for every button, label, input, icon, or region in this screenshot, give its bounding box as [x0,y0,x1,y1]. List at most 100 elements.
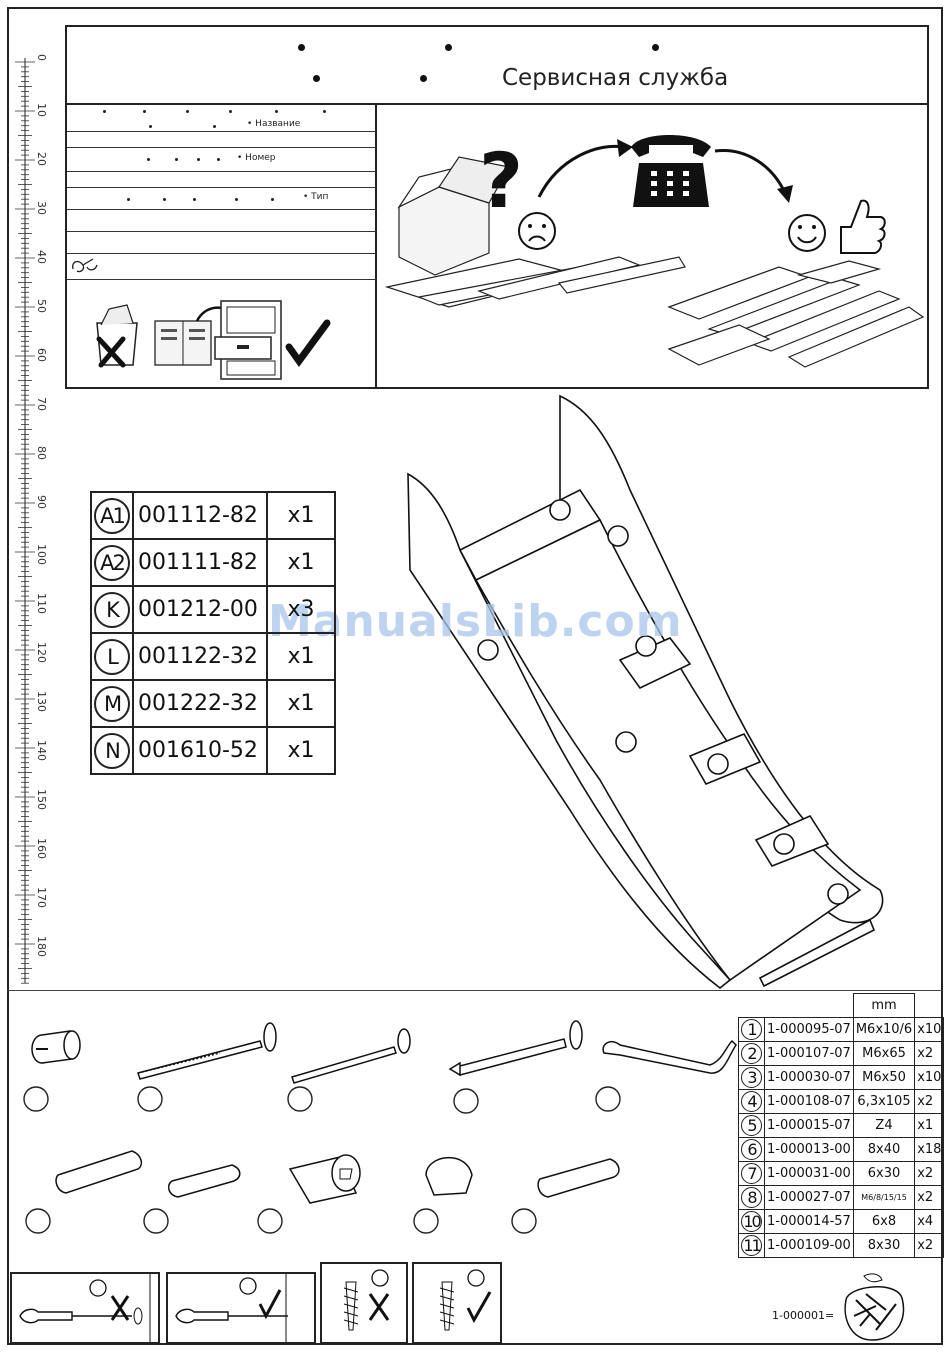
hardware-num-cell: 10 [738,1209,765,1234]
part-code: 001112-82 [132,491,268,540]
screwdriver-wrong-box [10,1272,160,1344]
part-code: 001222-32 [132,679,268,728]
hardware-size: M6/8/15/15 [852,1185,916,1210]
ruler-label: 70 [35,397,48,411]
service-block: Сервисная служба • Название • Номер • Ти… [65,25,929,389]
dowel-small-icon [167,1164,241,1198]
service-form: • Название • Номер • Тип [67,105,377,387]
screwdriver-wrong-icon [19,1274,151,1342]
hardware-num: 10 [741,1211,762,1232]
form-line [67,131,377,132]
cap-nut-icon [288,1154,361,1204]
part-tag: A2 [94,544,130,581]
form-line [67,279,377,280]
form-line [67,171,377,172]
hardware-code: 1-000030-07 [764,1065,854,1090]
medium-bolt-icon [291,1028,411,1084]
hardware-num-cell: 4 [738,1089,765,1114]
screw-right-icon [439,1269,492,1331]
hardware-size: M6x65 [852,1041,916,1066]
hardware-code: 1-000031-00 [764,1161,854,1186]
part-tag-cell: L [90,632,134,681]
ruler-label: 160 [35,838,48,859]
page-frame [7,7,943,1345]
ruler-label: 90 [35,495,48,509]
hardware-num-cell: 2 [738,1041,765,1066]
part-tag-cell: M [90,679,134,728]
bullet-dot [445,44,452,51]
signature-icon [72,258,98,273]
hardware-num-cell: 5 [738,1113,765,1138]
hardware-qty: x10 [914,1017,945,1042]
ruler-label: 10 [35,103,48,117]
hardware-num: 6 [741,1139,762,1160]
ruler-label: 60 [35,348,48,362]
field-number-label: • Номер [237,153,276,163]
part-qty: x1 [266,679,336,728]
happy-face-icon [788,214,826,252]
bullet-dot [652,44,659,51]
ruler-label: 80 [35,446,48,460]
telephone-icon [631,135,711,207]
bullet-dot [298,44,305,51]
hardware-size: M6x50 [852,1065,916,1090]
screw-wrong-box [320,1262,408,1344]
hardware-num-cell: 11 [738,1233,765,1258]
cover-cap-icon [425,1157,473,1196]
hardware-num: 7 [741,1163,762,1184]
ruler-label: 100 [35,544,48,565]
ruler-label: 50 [35,299,48,313]
keep-documents-illustration [96,300,331,380]
ruler-label: 130 [35,691,48,712]
section-divider [7,990,943,991]
screw-right-box [412,1262,502,1344]
dowel-large-icon [55,1150,143,1194]
thumbs-up-icon [840,199,886,254]
hardware-qty: x2 [914,1185,945,1210]
form-line [67,187,377,188]
ruler-label: 140 [35,740,48,761]
hardware-bag-icon [844,1273,905,1341]
hardware-illustrations [23,1020,737,1234]
part-tag-cell: A2 [90,538,134,587]
hardware-size: 8x30 [852,1233,916,1258]
hardware-qty: x2 [914,1233,945,1258]
dowel-medium-icon [537,1158,620,1198]
service-call-illustration: ? [384,135,925,368]
hardware-num: 2 [741,1043,762,1064]
ruler-label: 40 [35,250,48,264]
ruler-label: 170 [35,887,48,908]
bullet-dot [313,75,320,82]
ruler-label: 150 [35,789,48,810]
hardware-num-cell: 1 [738,1017,765,1042]
question-mark-icon: ? [479,136,523,225]
ruler-label: 180 [35,936,48,957]
part-tag: K [94,591,130,628]
part-qty: x1 [266,491,336,540]
hardware-code: 1-000095-07 [764,1017,854,1042]
field-type-label: • Тип [303,192,329,202]
form-line [67,147,377,148]
ruler-label: 20 [35,152,48,166]
hardware-qty: x2 [914,1089,945,1114]
hardware-size: Z4 [852,1113,916,1138]
part-qty: x1 [266,632,336,681]
part-qty: x3 [266,585,336,634]
field-name-label: • Название [247,119,301,129]
part-tag: M [94,685,130,722]
form-line [67,253,377,254]
hardware-num: 3 [741,1067,762,1088]
hardware-num: 1 [741,1019,762,1040]
part-tag: L [94,638,130,675]
